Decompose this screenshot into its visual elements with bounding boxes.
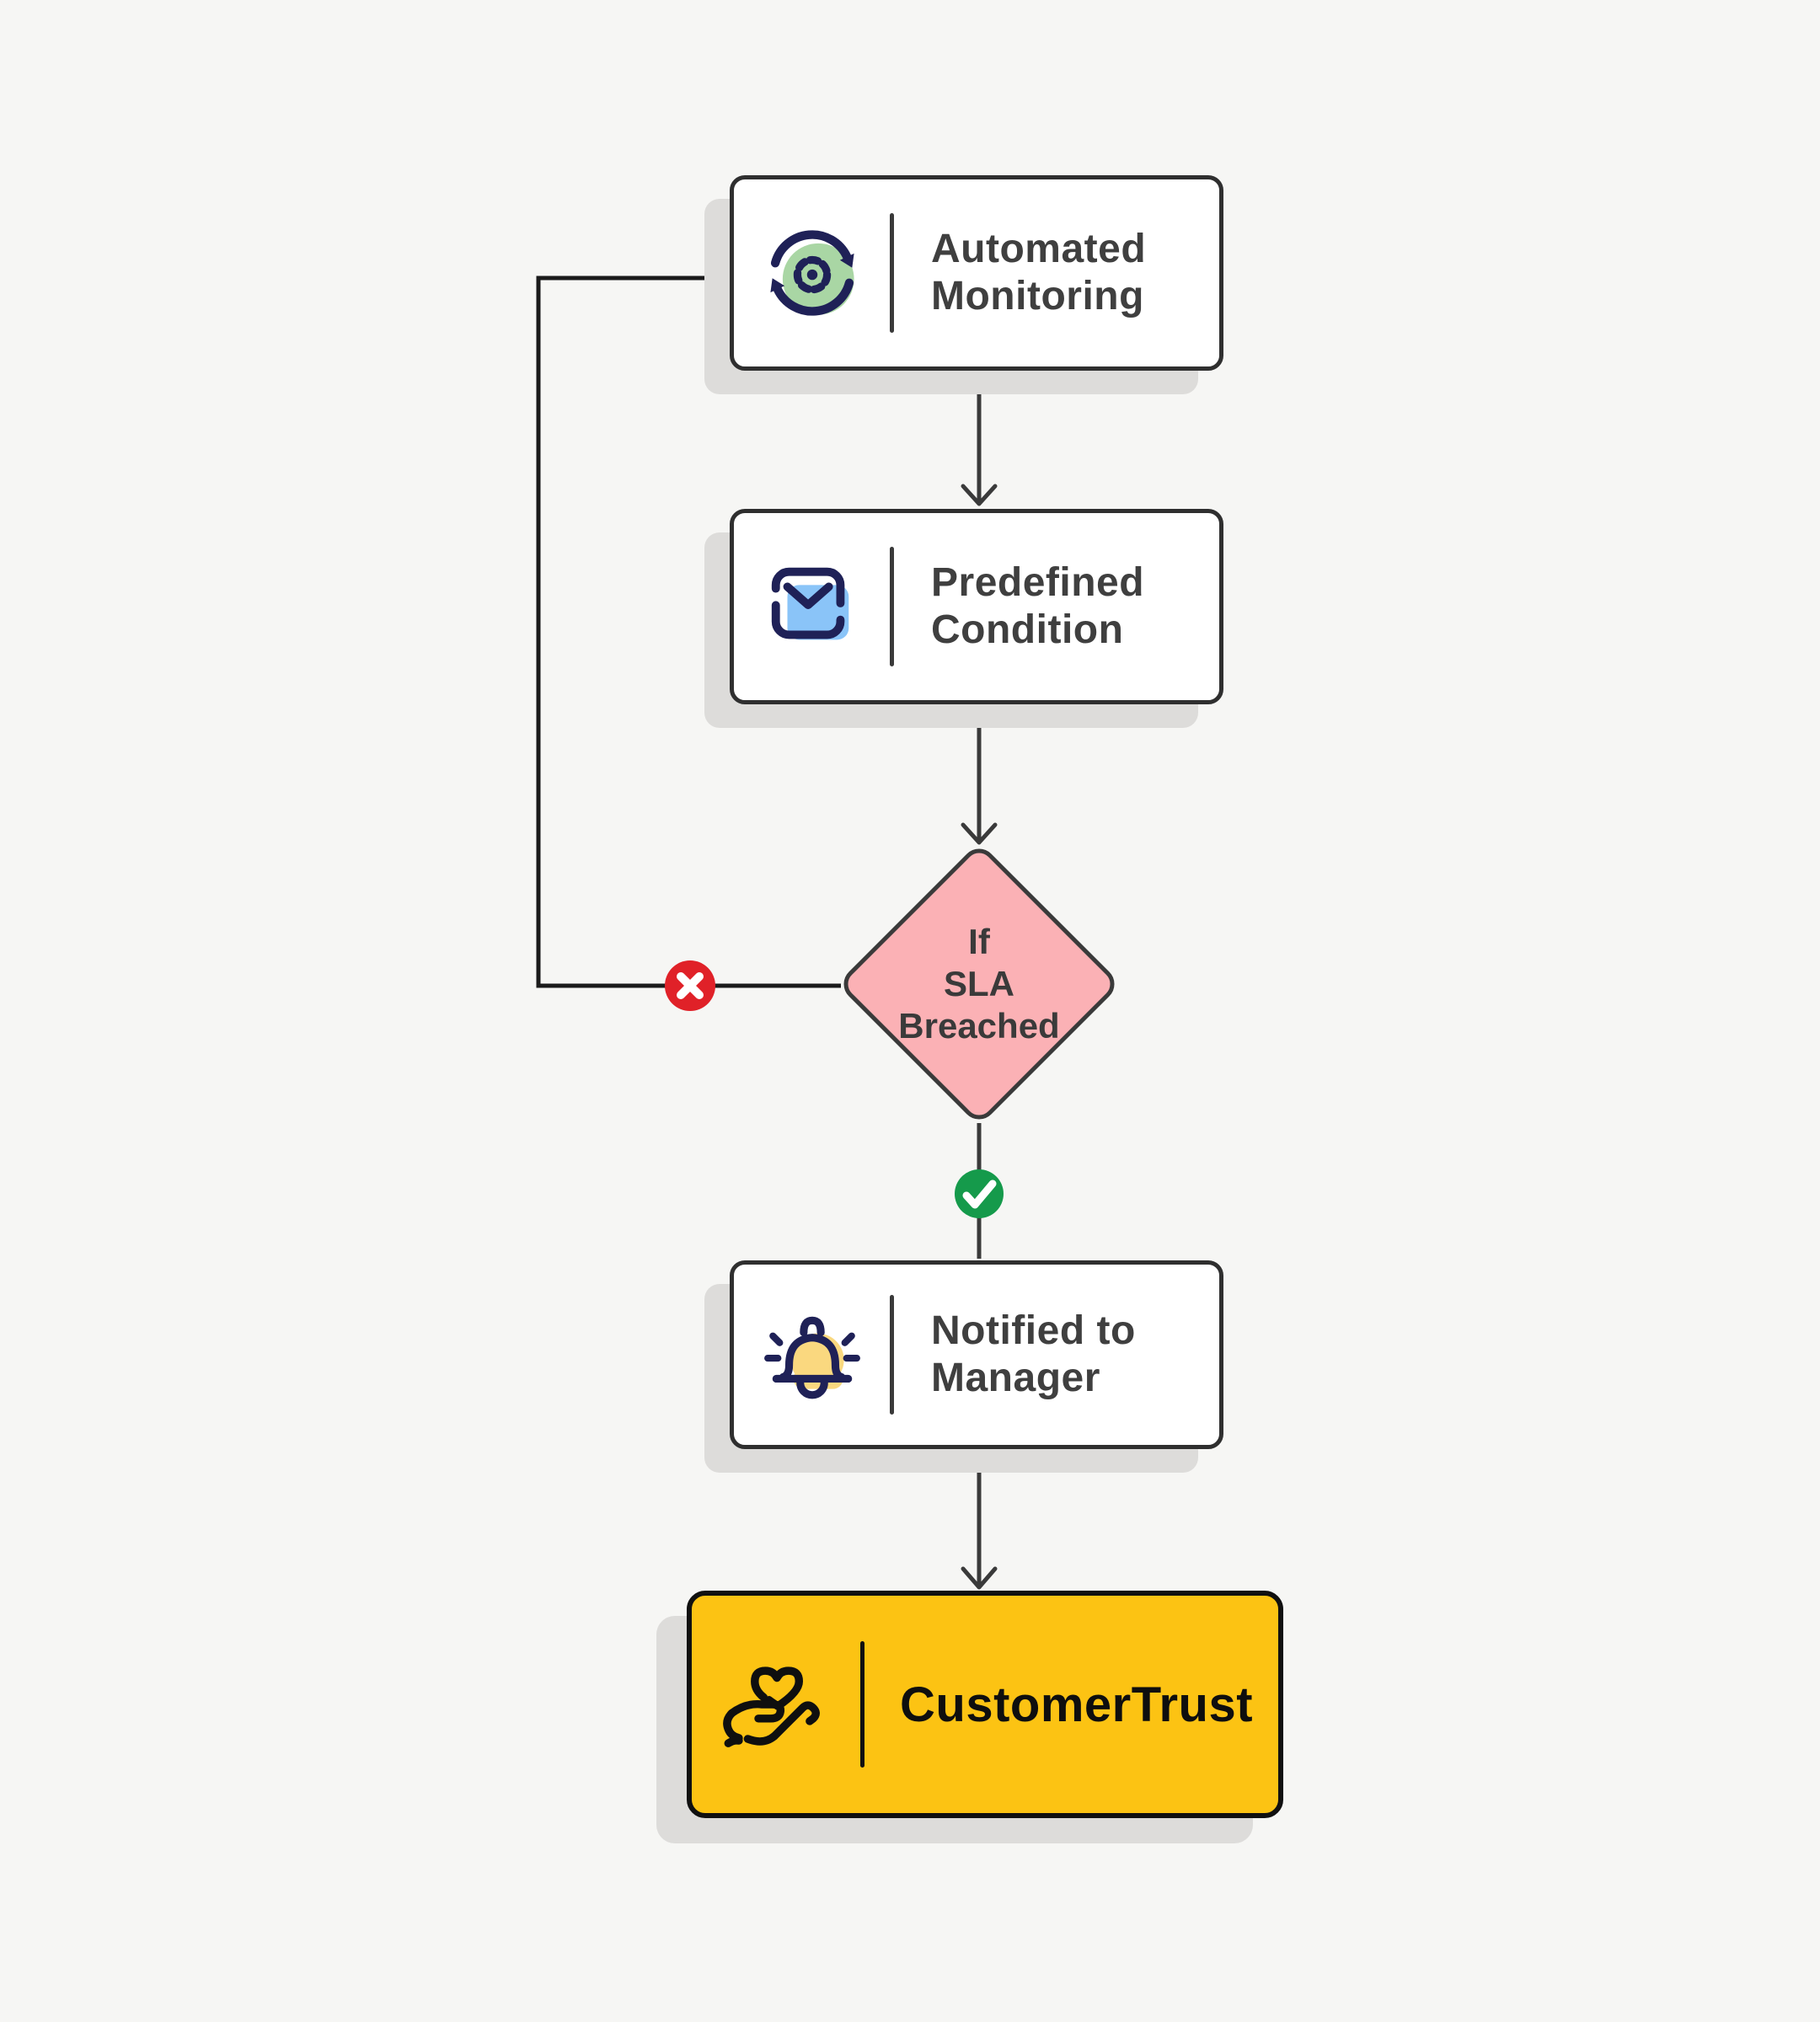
node-label-line: Notified to <box>931 1308 1136 1353</box>
check-icon <box>955 1169 1004 1218</box>
fail-marker <box>665 960 715 1011</box>
divider <box>890 547 894 666</box>
node-label: Predefined Condition <box>931 559 1144 654</box>
decision-label: If SLA Breached <box>878 903 1080 1065</box>
arrowhead-down-icon <box>961 1566 998 1590</box>
success-marker <box>955 1169 1004 1218</box>
node-label-line: Automated <box>931 227 1147 271</box>
node-label: Automated Monitoring <box>931 226 1146 320</box>
arrowhead-down-icon <box>961 484 998 506</box>
decision-diamond <box>843 848 1115 1120</box>
divider <box>890 1295 894 1415</box>
sync-gear-icon <box>734 221 890 325</box>
node-label-line: Condition <box>931 607 1124 652</box>
bell-icon <box>734 1303 890 1406</box>
node-notified-to-manager: Notified to Manager <box>730 1260 1223 1449</box>
mail-icon <box>734 557 890 656</box>
node-customer-trust: CustomerTrust <box>687 1591 1283 1818</box>
hand-heart-icon <box>692 1651 860 1757</box>
arrowhead-down-icon <box>961 822 998 845</box>
decision-label-line: SLA <box>944 964 1014 1003</box>
decision-label-line: If <box>968 922 990 961</box>
node-label-line: Manager <box>931 1356 1100 1400</box>
node-automated-monitoring: Automated Monitoring <box>730 175 1223 371</box>
node-predefined-condition: Predefined Condition <box>730 509 1223 704</box>
node-label-line: Predefined <box>931 560 1145 605</box>
node-label-line: Monitoring <box>931 274 1144 318</box>
divider <box>860 1641 864 1768</box>
node-label: Notified to Manager <box>931 1308 1136 1402</box>
decision-label-line: Breached <box>898 1006 1060 1046</box>
node-label: CustomerTrust <box>900 1677 1254 1732</box>
divider <box>890 213 894 333</box>
